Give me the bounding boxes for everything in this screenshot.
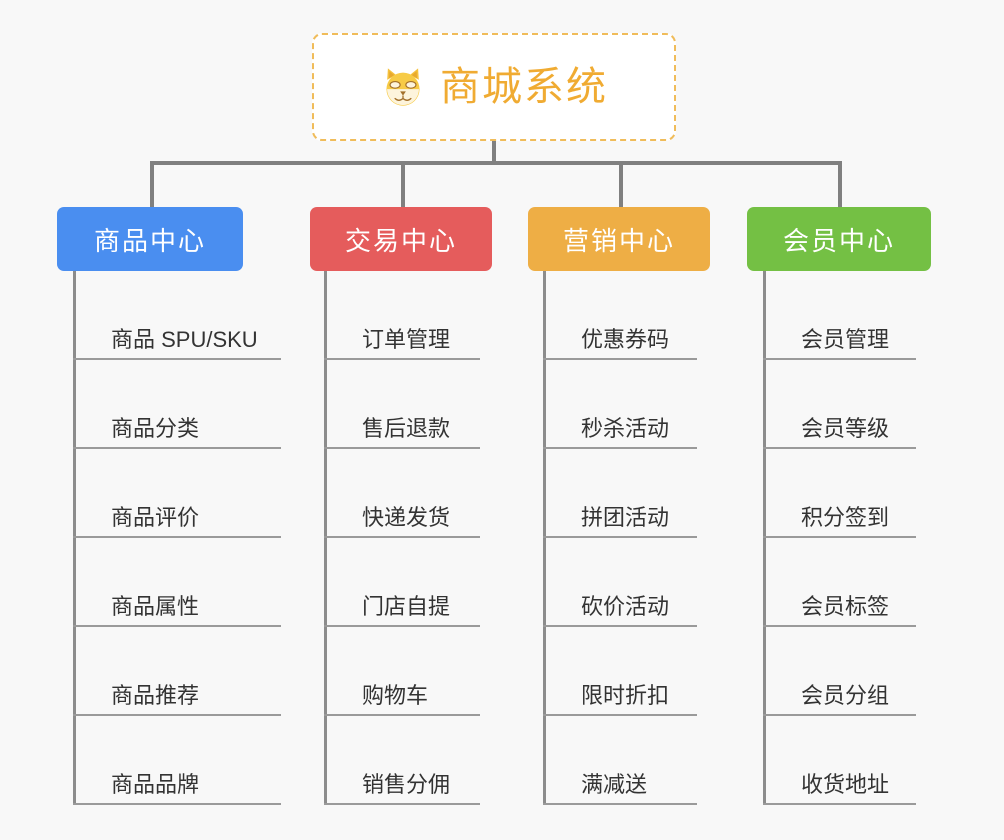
leaf-underline bbox=[763, 714, 916, 716]
leaf-underline bbox=[73, 803, 281, 805]
leaf-spine bbox=[543, 271, 546, 805]
leaf-item[interactable]: 商品品牌 bbox=[73, 716, 341, 805]
leaf-item[interactable]: 会员分组 bbox=[763, 627, 976, 716]
leaf-item-label: 积分签到 bbox=[801, 505, 890, 530]
leaf-item-label: 砍价活动 bbox=[581, 594, 670, 619]
leaf-item-label: 商品评价 bbox=[111, 505, 200, 530]
category-box-2[interactable]: 交易中心 bbox=[310, 207, 492, 271]
leaf-underline bbox=[73, 625, 281, 627]
leaf-item-label: 购物车 bbox=[362, 683, 429, 708]
category-box-3[interactable]: 营销中心 bbox=[528, 207, 710, 271]
leaf-item[interactable]: 限时折扣 bbox=[543, 627, 757, 716]
leaf-item-label: 优惠券码 bbox=[581, 327, 670, 352]
leaf-item[interactable]: 砍价活动 bbox=[543, 538, 757, 627]
category-box-4[interactable]: 会员中心 bbox=[747, 207, 931, 271]
leaf-underline bbox=[543, 536, 697, 538]
leaf-item[interactable]: 会员管理 bbox=[763, 271, 976, 360]
leaf-item[interactable]: 积分签到 bbox=[763, 449, 976, 538]
leaf-underline bbox=[763, 536, 916, 538]
leaf-item-label: 满减送 bbox=[581, 772, 648, 797]
leaf-item[interactable]: 会员等级 bbox=[763, 360, 976, 449]
category-label: 交易中心 bbox=[344, 225, 457, 256]
leaf-underline bbox=[543, 358, 697, 360]
leaf-underline bbox=[73, 447, 281, 449]
connector-drop-3 bbox=[619, 161, 623, 207]
leaf-underline bbox=[763, 358, 916, 360]
leaf-group-3: 优惠券码秒杀活动拼团活动砍价活动限时折扣满减送 bbox=[543, 271, 757, 805]
leaf-item-label: 售后退款 bbox=[362, 416, 451, 441]
leaf-item-label: 商品分类 bbox=[111, 416, 200, 441]
leaf-item[interactable]: 满减送 bbox=[543, 716, 757, 805]
leaf-item[interactable]: 商品分类 bbox=[73, 360, 341, 449]
leaf-item-label: 商品 SPU/SKU bbox=[111, 327, 258, 352]
leaf-underline bbox=[324, 625, 480, 627]
leaf-item[interactable]: 收货地址 bbox=[763, 716, 976, 805]
leaf-underline bbox=[763, 625, 916, 627]
leaf-item[interactable]: 优惠券码 bbox=[543, 271, 757, 360]
leaf-item[interactable]: 会员标签 bbox=[763, 538, 976, 627]
leaf-spine bbox=[73, 271, 76, 805]
leaf-item-label: 秒杀活动 bbox=[581, 416, 670, 441]
leaf-spine bbox=[763, 271, 766, 805]
leaf-item[interactable]: 购物车 bbox=[324, 627, 540, 716]
connector-drop-2 bbox=[401, 161, 405, 207]
leaf-underline bbox=[324, 447, 480, 449]
leaf-item[interactable]: 商品属性 bbox=[73, 538, 341, 627]
leaf-item-label: 会员管理 bbox=[801, 327, 890, 352]
leaf-item[interactable]: 订单管理 bbox=[324, 271, 540, 360]
leaf-item-label: 会员等级 bbox=[801, 416, 890, 441]
leaf-item[interactable]: 售后退款 bbox=[324, 360, 540, 449]
leaf-item[interactable]: 销售分佣 bbox=[324, 716, 540, 805]
leaf-underline bbox=[73, 536, 281, 538]
category-label: 会员中心 bbox=[782, 225, 895, 256]
leaf-underline bbox=[763, 447, 916, 449]
root-title: 商城系统 bbox=[440, 65, 608, 109]
leaf-item-label: 商品推荐 bbox=[111, 683, 200, 708]
leaf-item[interactable]: 门店自提 bbox=[324, 538, 540, 627]
leaf-item[interactable]: 商品推荐 bbox=[73, 627, 341, 716]
leaf-item-label: 收货地址 bbox=[801, 772, 890, 797]
leaf-underline bbox=[543, 714, 697, 716]
leaf-group-1: 商品 SPU/SKU 商品分类商品评价商品属性商品推荐商品品牌 bbox=[73, 271, 341, 805]
connector-drop-4 bbox=[838, 161, 842, 207]
leaf-underline bbox=[73, 714, 281, 716]
leaf-item-label: 会员标签 bbox=[801, 594, 890, 619]
leaf-underline bbox=[543, 803, 697, 805]
leaf-item-label: 商品品牌 bbox=[111, 772, 200, 797]
leaf-underline bbox=[543, 625, 697, 627]
leaf-underline bbox=[324, 358, 480, 360]
leaf-item[interactable]: 秒杀活动 bbox=[543, 360, 757, 449]
connector-drop-1 bbox=[150, 161, 154, 207]
leaf-spine bbox=[324, 271, 327, 805]
connector-horizontal-bus bbox=[150, 161, 840, 165]
leaf-item[interactable]: 快递发货 bbox=[324, 449, 540, 538]
leaf-item-label: 商品属性 bbox=[111, 594, 200, 619]
shiba-dog-face-icon bbox=[386, 68, 420, 106]
leaf-item-label: 拼团活动 bbox=[581, 505, 670, 530]
leaf-item-label: 快递发货 bbox=[362, 505, 451, 530]
connector-root-stem bbox=[492, 141, 496, 164]
root-node[interactable]: 商城系统 bbox=[312, 33, 676, 141]
category-box-1[interactable]: 商品中心 bbox=[57, 207, 243, 271]
leaf-underline bbox=[543, 447, 697, 449]
leaf-underline bbox=[763, 803, 916, 805]
category-label: 商品中心 bbox=[93, 225, 206, 256]
leaf-item[interactable]: 商品评价 bbox=[73, 449, 341, 538]
leaf-item-label: 会员分组 bbox=[801, 683, 890, 708]
leaf-item-label: 限时折扣 bbox=[581, 683, 670, 708]
leaf-item[interactable]: 拼团活动 bbox=[543, 449, 757, 538]
category-label: 营销中心 bbox=[562, 225, 675, 256]
leaf-underline bbox=[324, 536, 480, 538]
leaf-underline bbox=[73, 358, 281, 360]
leaf-item-label: 订单管理 bbox=[362, 327, 451, 352]
leaf-group-4: 会员管理会员等级积分签到会员标签会员分组收货地址 bbox=[763, 271, 976, 805]
leaf-item-label: 门店自提 bbox=[362, 594, 451, 619]
leaf-item[interactable]: 商品 SPU/SKU bbox=[73, 271, 341, 360]
leaf-underline bbox=[324, 714, 480, 716]
leaf-underline bbox=[324, 803, 480, 805]
leaf-group-2: 订单管理售后退款快递发货门店自提购物车销售分佣 bbox=[324, 271, 540, 805]
leaf-item-label: 销售分佣 bbox=[362, 772, 451, 797]
